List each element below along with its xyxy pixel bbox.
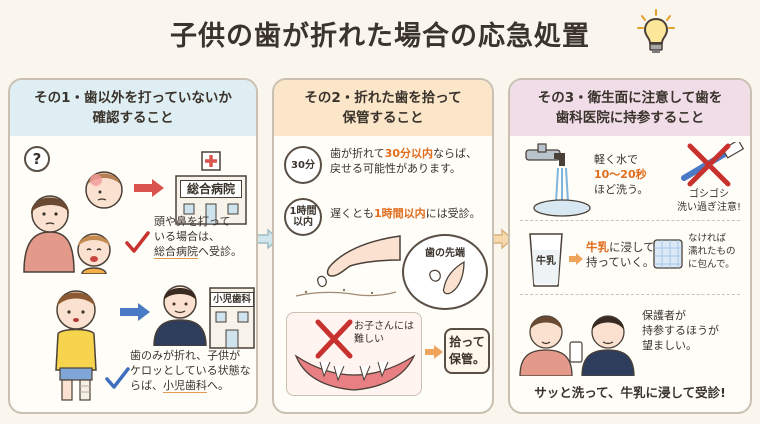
milk-glass-icon xyxy=(529,233,563,287)
milk-glass-label: 牛乳 xyxy=(536,256,556,267)
panel-step-1: その1・歯以外を打っていないか 確認すること ? xyxy=(8,78,258,414)
child-difficult-text: お子さんには 難しい xyxy=(354,321,414,345)
dentist-illustration xyxy=(153,285,207,346)
wrap-text: なければ 濡れたもの に包んで。 xyxy=(688,233,736,270)
milk-soak-text: 牛乳に浸して 持っていく。 xyxy=(586,240,655,269)
guardian-dentist-illustration xyxy=(519,315,635,376)
summary-text: サッと洗って、牛乳に浸して受診! xyxy=(534,385,726,400)
right-arrow-icon xyxy=(425,345,443,359)
clock-30min-badge: 30分 xyxy=(284,146,322,184)
tooth-tip-bubble xyxy=(402,234,488,310)
question-bubble: ? xyxy=(24,146,50,172)
step-3-heading: その3・衛生面に注意して歯を 歯科医院に持参すること xyxy=(510,80,750,136)
guardian-text: 保護者が 持参するほうが 望ましい。 xyxy=(642,309,719,352)
mouth-illustration xyxy=(294,319,416,391)
head-injury-text: 頭や鼻を打って いる場合は、 総合病院へ受診。 xyxy=(154,215,242,259)
step-1-heading: その1・歯以外を打っていないか 確認すること xyxy=(10,80,256,136)
clinic-sign: 小児歯科 xyxy=(210,292,254,307)
separator xyxy=(520,220,740,221)
mother-child-illustration xyxy=(23,171,123,274)
within-1hour-text: 遅くとも1時間以内には受診。 xyxy=(330,207,481,220)
tooth-fragment-icon xyxy=(429,260,465,295)
clock-1hour-badge: 1時間以内 xyxy=(284,198,322,236)
faucet-icon xyxy=(525,143,591,217)
tooth-only-text: 歯のみが折れ、子供が ケロッとしている状態な らば、小児歯科へ。 xyxy=(130,349,251,393)
page-title: 子供の歯が折れた場合の応急処置 xyxy=(170,21,590,52)
hospital-sign: 総合病院 xyxy=(180,180,242,198)
toothbrush-cross-icon xyxy=(681,142,745,187)
right-arrow-icon xyxy=(569,253,583,265)
wet-cloth-icon xyxy=(653,239,683,269)
step-2-heading: その2・折れた歯を拾って 保管すること xyxy=(274,80,492,136)
wash-text: 軽く水で 10〜20秒 ほど洗う。 xyxy=(594,153,649,196)
right-arrow-icon xyxy=(120,303,150,321)
tooth-tip-label: 歯の先端 xyxy=(425,248,465,259)
cross-icon xyxy=(315,319,353,359)
hand-picking-tooth-illustration xyxy=(295,235,401,297)
panel-step-2: その2・折れた歯を拾って 保管すること 30分 歯が折れて30分以内ならば、 戻… xyxy=(272,78,494,414)
child-illustration xyxy=(55,290,97,401)
pick-up-keep-box: 拾って 保管。 xyxy=(444,328,490,374)
lightbulb-icon xyxy=(637,9,675,53)
checkmark-icon xyxy=(125,231,150,253)
separator xyxy=(520,294,740,295)
right-arrow-icon xyxy=(134,179,164,197)
within-30min-text: 歯が折れて30分以内ならば、 戻せる可能性があります。 xyxy=(330,147,477,175)
scrub-warning-text: ゴシゴシ 洗い過ぎ注意! xyxy=(676,189,741,213)
panel-step-3: その3・衛生面に注意して歯を 歯科医院に持参すること 軽く水で 10〜20秒 ほ… xyxy=(508,78,752,414)
checkmark-icon xyxy=(105,367,130,389)
